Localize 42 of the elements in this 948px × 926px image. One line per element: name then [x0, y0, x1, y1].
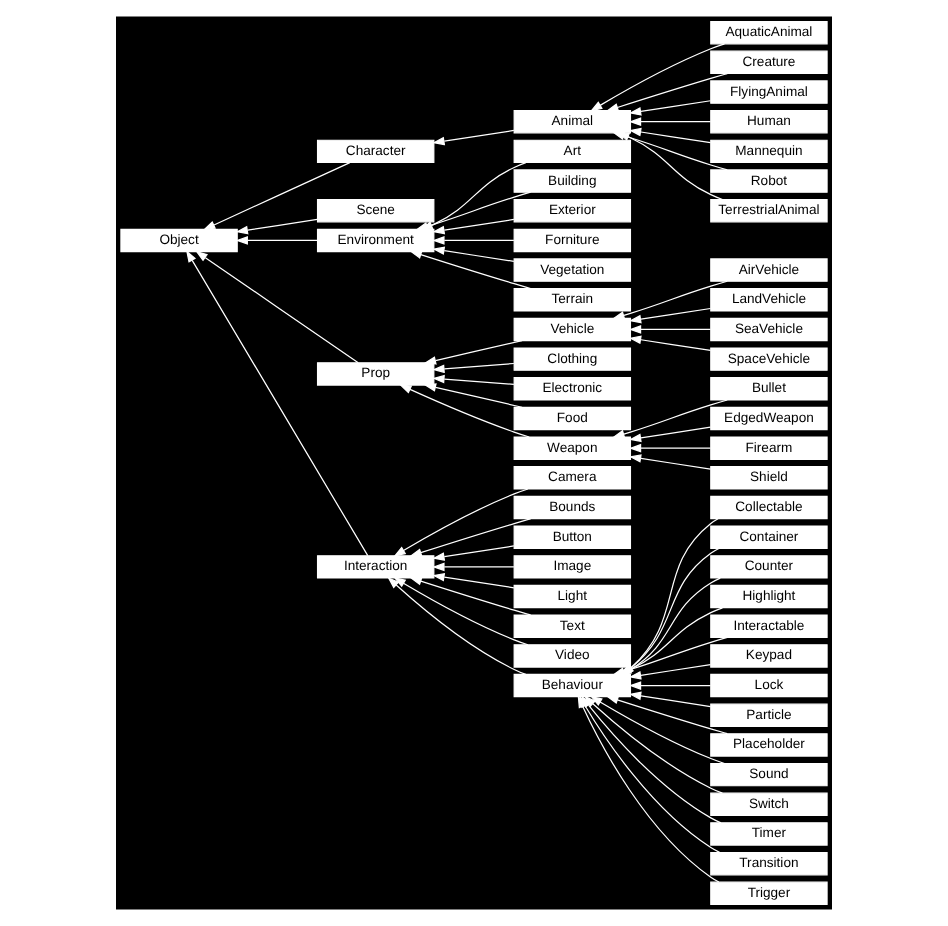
arrow	[628, 664, 712, 680]
arrow	[628, 443, 712, 453]
arrow	[432, 129, 515, 146]
arrow	[409, 577, 532, 616]
arrow	[628, 127, 712, 144]
arrow	[606, 695, 728, 735]
arrow	[432, 572, 515, 589]
arrow	[432, 236, 515, 245]
arrow	[617, 132, 724, 201]
arrow	[235, 236, 318, 245]
arrow	[393, 577, 529, 646]
arrow	[195, 250, 359, 364]
arrow	[432, 246, 515, 262]
arrow	[628, 426, 712, 443]
arrow	[393, 488, 529, 557]
arrow	[628, 454, 712, 470]
arrow	[409, 250, 532, 290]
arrow	[186, 250, 369, 557]
arrow	[628, 691, 712, 708]
arrow	[432, 218, 515, 235]
arrow	[432, 562, 515, 572]
arrow	[628, 307, 712, 324]
arrow	[432, 362, 515, 374]
arrow	[590, 43, 726, 112]
arrow	[628, 325, 712, 334]
arrow	[628, 117, 712, 127]
arrow	[423, 383, 523, 408]
arrow	[203, 162, 351, 230]
arrow	[590, 695, 726, 765]
arrow	[423, 340, 523, 365]
arrow	[628, 681, 712, 690]
arrow	[399, 384, 530, 438]
arrow	[606, 72, 728, 112]
arrow	[432, 374, 515, 386]
arrow	[628, 100, 712, 116]
arrow	[612, 280, 728, 320]
arrow	[235, 218, 318, 235]
arrow	[612, 399, 728, 439]
arrow	[432, 545, 515, 561]
arrow	[628, 335, 712, 351]
arrow	[387, 576, 527, 676]
arrow	[409, 518, 532, 557]
